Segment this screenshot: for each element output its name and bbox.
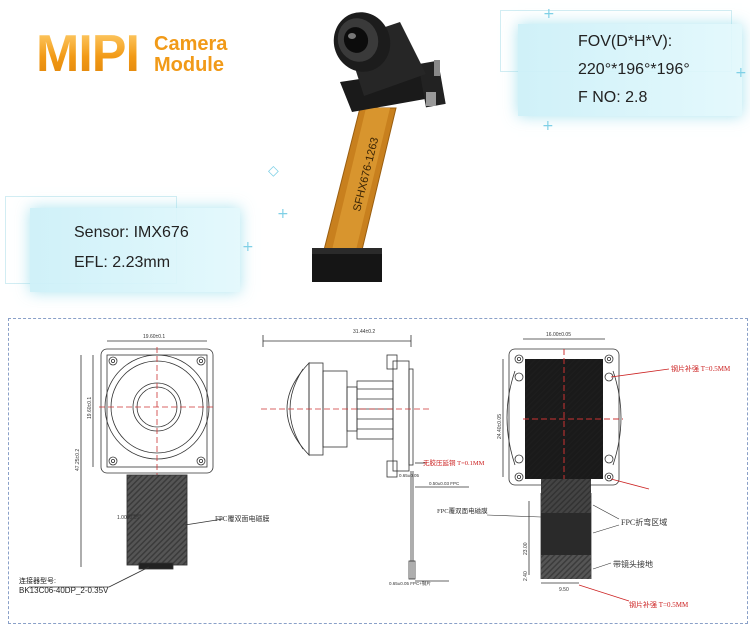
front-width-dim: 19.60±0.1 xyxy=(143,334,165,340)
sparkle-icon: + xyxy=(543,6,555,22)
technical-drawing: 19.60±0.1 19.60±0.1 47.25±0.2 1.00±0.05 … xyxy=(8,318,748,624)
brand-title: MIPI xyxy=(36,25,140,83)
sparkle-icon: + xyxy=(735,65,747,81)
side-length-dim: 31.44±0.2 xyxy=(353,329,375,335)
front-height-dim2: 47.25±0.2 xyxy=(75,449,81,471)
fpc-width-dim: 9.50 xyxy=(559,587,569,593)
front-fpc-dim: 1.00±0.05 xyxy=(117,515,139,521)
ground-note: 带镜头接地 xyxy=(613,559,653,569)
sensor-panel xyxy=(30,208,240,292)
sparkle-icon: + xyxy=(542,118,554,134)
sparkle-icon: ◇ xyxy=(268,163,279,179)
front-view xyxy=(29,340,224,588)
back-height-dim: 24.40±0.05 xyxy=(497,414,503,439)
fov-panel xyxy=(518,24,742,116)
connector-label: 连接器型号: xyxy=(19,576,56,585)
efl-value: EFL: 2.23mm xyxy=(74,254,171,271)
back-fpc-note: FPC覆双面电磁膜 xyxy=(437,506,488,515)
fpc-fold xyxy=(541,513,591,555)
connector-model: BK13C06-40DP_2-0.35V xyxy=(19,586,109,595)
fno-value: F NO: 2.8 xyxy=(578,89,648,106)
fov-label: FOV(D*H*V): xyxy=(578,33,673,50)
side-stiffener-bottom: 0.65±0.05 FPC+钢片 xyxy=(389,580,431,587)
front-height-dim1: 19.60±0.1 xyxy=(87,397,93,419)
back-width-dim: 16.00±0.05 xyxy=(546,332,571,338)
side-stiffener-note: 无胶压延铜 T=0.1MM xyxy=(423,458,485,467)
camera-module-illustration: SFHX676-1263 xyxy=(312,12,446,282)
sensor-value: Sensor: IMX676 xyxy=(74,224,189,241)
front-fpc-note: FPC覆双面电磁膜 xyxy=(215,514,269,523)
side-dim-a: 0.65±0.05 xyxy=(399,473,419,478)
fold-area-note: FPC折弯区域 xyxy=(621,517,667,527)
brand-subtitle: Camera Module xyxy=(154,34,227,76)
dim-240: 2.40 xyxy=(523,571,529,581)
sparkle-icon: + xyxy=(277,206,289,222)
dim-23: 23.00 xyxy=(523,542,529,555)
sparkle-icon: + xyxy=(242,239,254,255)
side-fpc-thick: 0.50±0.03 FPC xyxy=(429,481,460,486)
side-view xyxy=(261,335,469,582)
subtitle-line2: Module xyxy=(154,54,224,76)
steel-bottom-note: 钢片补强 T=0.5MM xyxy=(629,600,689,609)
subtitle-line1: Camera xyxy=(154,33,228,55)
fov-value: 220°*196°*196° xyxy=(578,61,690,78)
steel-top-note: 钢片补强 T=0.5MM xyxy=(671,364,731,373)
hero-banner: + + + ◇ + + MIPI Camera Module FOV(D*H*V… xyxy=(0,0,750,308)
drawing-canvas: 19.60±0.1 19.60±0.1 47.25±0.2 1.00±0.05 … xyxy=(19,329,731,609)
